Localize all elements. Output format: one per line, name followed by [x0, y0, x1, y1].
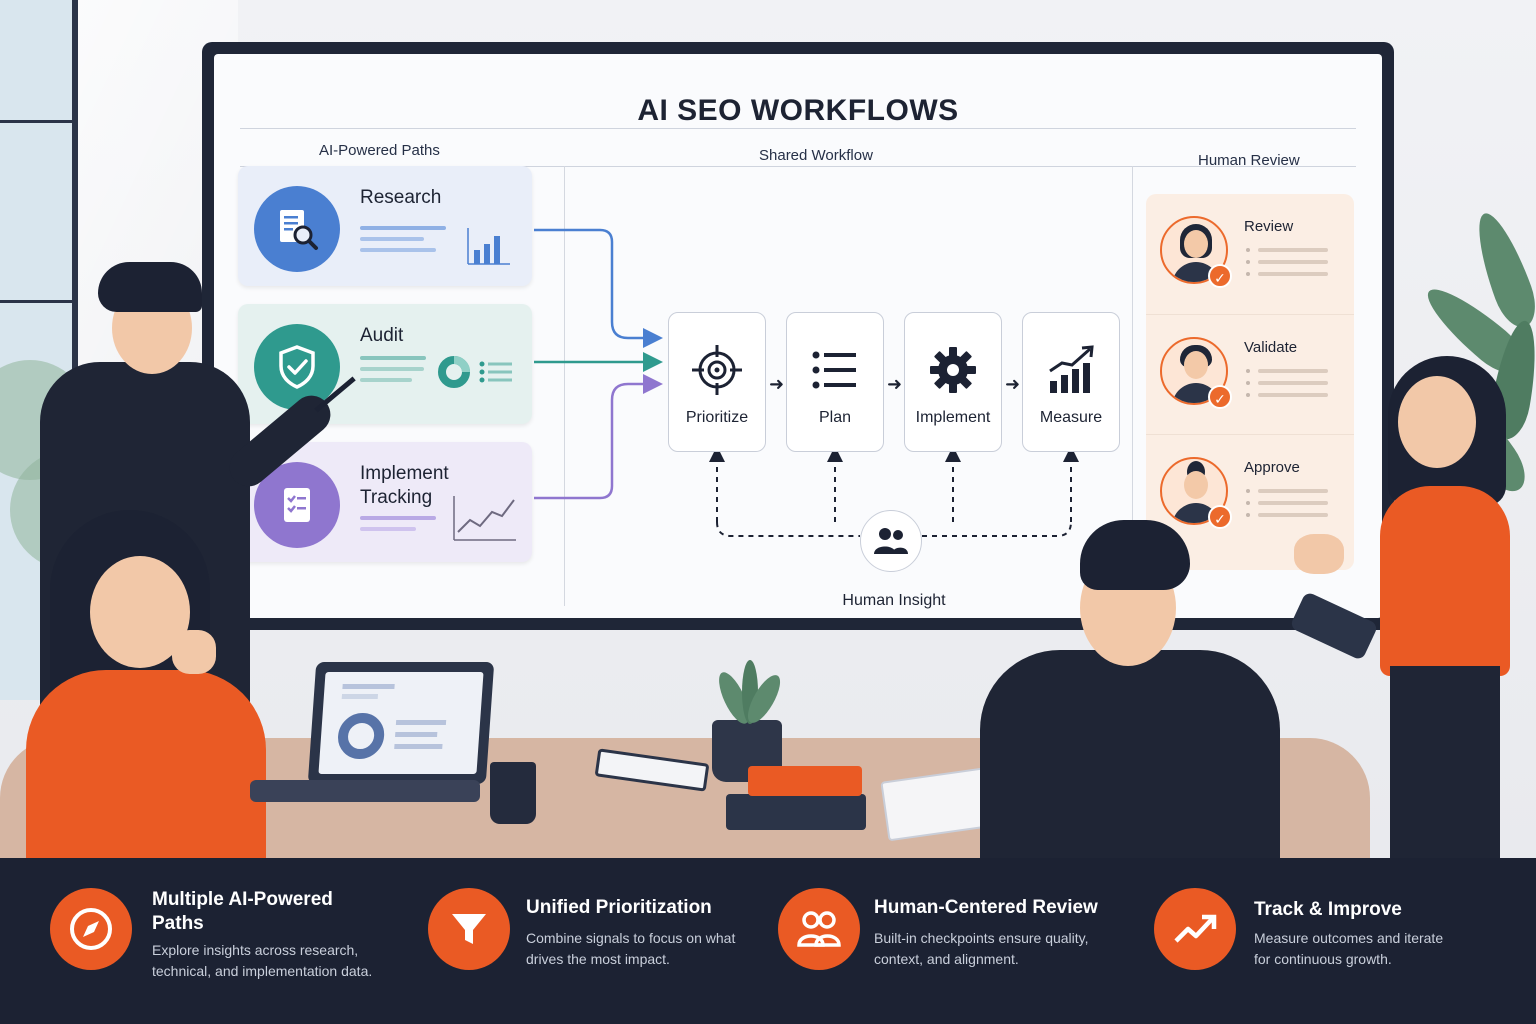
human-insight-label: Human Insight	[842, 592, 946, 609]
coffee-mug	[490, 762, 536, 824]
text-placeholder	[1246, 489, 1328, 525]
office-scene: AI SEO WORKFLOWS AI-Powered Paths Shared…	[0, 0, 1536, 858]
laptop	[307, 662, 495, 784]
path-card-implement-tracking: Implement Tracking	[238, 442, 532, 562]
step-prioritize: Prioritize	[668, 312, 766, 452]
step-implement: Implement	[904, 312, 1002, 452]
seated-man	[980, 510, 1310, 858]
header-divider	[240, 166, 1356, 167]
people-icon	[778, 888, 860, 970]
text-placeholder	[360, 356, 450, 389]
diagram-title: AI SEO WORKFLOWS	[637, 94, 959, 127]
text-placeholder	[1246, 369, 1328, 405]
review-item-validate: ✓ Validate	[1146, 314, 1354, 434]
funnel-icon	[428, 888, 510, 970]
workflow-connectors	[534, 228, 1079, 537]
feature-description: Built-in checkpoints ensure quality, con…	[874, 930, 1089, 967]
shield-check-icon	[254, 324, 340, 410]
donut-chart-icon	[438, 356, 512, 388]
feature-title: Human-Centered Review	[874, 897, 1098, 918]
plant-pot	[712, 660, 787, 782]
list-icon	[787, 343, 883, 397]
feature-description: Measure outcomes and iterate for continu…	[1254, 930, 1444, 967]
feature-unified-prioritization: Unified Prioritization Combine signals t…	[428, 858, 778, 1024]
text-placeholder	[1246, 248, 1328, 284]
feature-title: Unified Prioritization	[526, 897, 712, 918]
feature-title: Track & Improve	[1254, 899, 1402, 920]
document-search-icon	[254, 186, 340, 272]
path-label: Audit	[360, 325, 404, 346]
path-card-research: Research	[238, 166, 532, 286]
check-icon: ✓	[1208, 505, 1232, 529]
feature-multiple-paths: Multiple AI-Powered Paths Explore insigh…	[50, 858, 410, 1024]
review-label: Approve	[1244, 459, 1300, 476]
path-label: Implement Tracking	[360, 463, 449, 508]
column-label-human-review: Human Review	[1198, 152, 1300, 169]
bar-growth-icon	[1023, 343, 1119, 397]
reviewer-avatar	[1160, 216, 1228, 284]
check-icon: ✓	[1208, 385, 1232, 409]
step-label: Measure	[1039, 409, 1103, 426]
text-placeholder	[360, 226, 450, 259]
text-placeholder	[360, 516, 450, 538]
feature-description: Combine signals to focus on what drives …	[526, 930, 736, 967]
line-chart-icon	[453, 496, 516, 541]
column-label-ai-paths: AI-Powered Paths	[319, 142, 440, 159]
feature-track-improve: Track & Improve Measure outcomes and ite…	[1154, 858, 1494, 1024]
human-review-panel: ✓ Review ✓ Validate ✓	[1146, 194, 1354, 570]
presentation-screen: AI SEO WORKFLOWS AI-Powered Paths Shared…	[202, 42, 1394, 630]
column-divider	[564, 166, 565, 606]
gear-icon	[905, 343, 1001, 397]
column-divider	[1132, 166, 1133, 606]
step-plan: Plan	[786, 312, 884, 452]
review-label: Review	[1244, 218, 1294, 235]
review-item-review: ✓ Review	[1146, 194, 1354, 314]
review-label: Validate	[1244, 339, 1298, 356]
seated-woman	[0, 510, 320, 858]
path-label: Research	[360, 187, 442, 208]
arrow-right-icon: ➜	[1005, 374, 1021, 394]
step-label: Prioritize	[685, 409, 749, 426]
compass-icon	[50, 888, 132, 970]
step-label: Plan	[818, 409, 852, 426]
target-icon	[669, 343, 765, 397]
bar-chart-icon	[467, 228, 510, 265]
feature-bar: Multiple AI-Powered Paths Explore insigh…	[0, 858, 1536, 1024]
title-divider	[240, 128, 1356, 129]
people-icon	[860, 510, 922, 572]
path-card-audit: Audit	[238, 304, 532, 424]
step-label: Implement	[915, 409, 991, 426]
column-label-shared-workflow: Shared Workflow	[759, 147, 873, 164]
feature-title: Multiple AI-Powered Paths	[152, 889, 333, 934]
review-item-approve: ✓ Approve	[1146, 434, 1354, 554]
book-stack	[748, 766, 862, 796]
checklist-icon	[254, 462, 340, 548]
arrow-right-icon: ➜	[887, 374, 903, 394]
arrow-right-icon: ➜	[769, 374, 785, 394]
laptop-keyboard	[250, 780, 480, 802]
feature-human-centered-review: Human-Centered Review Built-in checkpoin…	[778, 858, 1138, 1024]
book-stack	[726, 794, 866, 830]
trend-up-icon	[1154, 888, 1236, 970]
screen-content: AI SEO WORKFLOWS AI-Powered Paths Shared…	[214, 54, 1382, 618]
step-measure: Measure	[1022, 312, 1120, 452]
feature-description: Explore insights across research, techni…	[152, 942, 373, 979]
check-icon: ✓	[1208, 264, 1232, 288]
presenter-woman	[1289, 356, 1510, 858]
